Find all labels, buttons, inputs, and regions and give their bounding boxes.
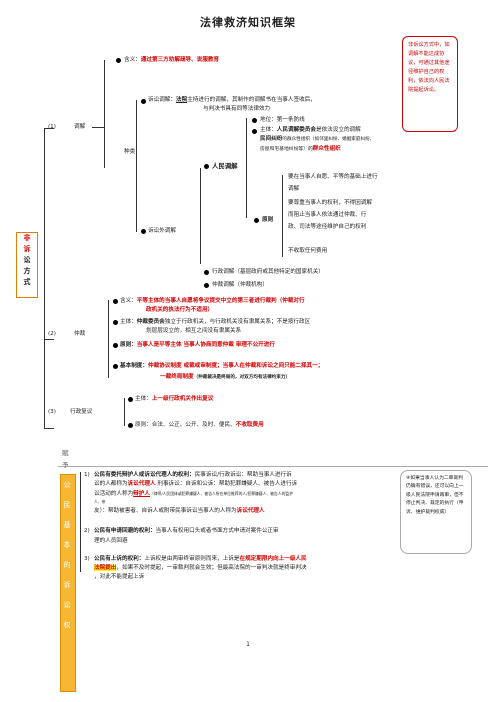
appeal-note-text: ④如果当事人认为二审裁判仍确有错误，还可以向上一级人民法院申请再审，但不停止判决…	[406, 476, 464, 515]
r3-line1: 公民有上诉的权利：上诉权是由两审终审原则而来，上诉是在规定期限内向上一级人民	[94, 556, 307, 562]
bullet-dot	[204, 164, 209, 169]
yuanze-4: 而阻止当事人依法通过仲裁、行	[288, 212, 367, 218]
xingzheng-tiaojie: 行政调解（基层政府或其他特定的国家机关）	[212, 269, 324, 275]
renmin-yuanze: 原则	[262, 217, 274, 223]
bullet-dot	[141, 99, 146, 104]
renmin-zhuti-3: 房屋和宅基地纠纷等）的群众性组织	[260, 146, 341, 152]
vtext: 权	[63, 621, 71, 629]
fs-char: 方	[23, 267, 31, 275]
r1-num: 1)	[84, 472, 90, 478]
r2-num: 2)	[84, 528, 90, 534]
s1-zhonglei: 种类	[124, 149, 136, 155]
bullet-dot	[116, 58, 121, 63]
fs-char: 诉	[23, 245, 31, 253]
s2-num: (2)	[48, 331, 56, 337]
r1-line5: 友）：帮助被害者、自诉人或附带民事诉讼当事人的人称为诉讼代理人	[94, 508, 265, 514]
bullet-dot	[128, 423, 133, 428]
non-litigation-label-box: 非 诉 讼 方 式	[16, 232, 38, 298]
page-number: 1	[246, 641, 250, 648]
yuanze-bracket	[282, 175, 283, 257]
s1-connector	[92, 127, 104, 128]
susong-tiaojie-2: 与判决书具有同等法律效力	[203, 106, 271, 112]
r2-line2: 理的人员回避	[94, 538, 128, 544]
vtext: 民	[63, 501, 71, 509]
r1-line1: 公民有委托辩护人或诉讼代理人的权利：民事诉讼/行政诉讼：帮助当事人进行诉	[94, 472, 292, 478]
bullet-dot	[128, 397, 133, 402]
yuanze-2: 调解	[288, 186, 300, 192]
s2-hanyi: 含义：平等主体的当事人自愿将争议提交中立的第三者进行裁判（仲裁对行	[120, 298, 305, 304]
yuanze-6: 不收取任何费用	[288, 248, 328, 254]
bullet-dot	[254, 218, 259, 223]
bullet-dot	[113, 299, 118, 304]
yuanze-5: 政、司法等途径维护自己的权利	[288, 224, 367, 230]
main-bracket-line	[44, 128, 45, 428]
renmin-diwei: 地位：第一条防线	[260, 117, 305, 123]
r1-line3: 讼活动的人称为辩护人（律师/人民团体或犯罪嫌疑人、被告人所在单位推荐的人/犯罪嫌…	[94, 491, 294, 497]
vtext: 讼	[63, 601, 71, 609]
r3-line2: 法院提出，如果不及时提起，一审裁判就会生效；但最高法院的一审判决就是终审判决	[94, 565, 307, 571]
r1-line4: 人、亲	[94, 499, 106, 504]
appeal-note-box: ④如果当事人认为二审裁判仍确有错误，还可以向上一级人民法院申请再审，但不停止判决…	[400, 470, 472, 554]
s3-num: (3)	[48, 409, 56, 415]
s2-zhidu-2: 一裁终局制度（仲裁裁决是终局的，对双方均有法律约束力）	[160, 374, 291, 380]
susongwai-tiaojie: 诉讼外调解	[148, 228, 176, 234]
s3-bracket	[124, 398, 125, 426]
yuanze-3: 要尊重当事人的权利，不得因调解	[288, 200, 372, 206]
vtext: 基	[63, 521, 71, 529]
s2-zhuti: 主体：仲裁委员会独立于行政机关，与行政机关没有隶属关系；不是按行政区	[120, 319, 311, 325]
yuanze-1: 要在当事人自愿、平等的基础上进行	[288, 174, 378, 180]
renmin-tiaojie: 人民调解	[212, 162, 238, 170]
s1-label: 调解	[74, 124, 86, 130]
bullet-dot	[252, 118, 257, 123]
bullet-dot	[204, 270, 209, 275]
vtext: 公	[63, 481, 71, 489]
bracket-tick	[44, 128, 54, 129]
fs-char: 非	[23, 234, 31, 242]
s1-num: (1)	[48, 124, 56, 130]
s3-label: 行政复议	[70, 409, 93, 415]
bullet-dot	[113, 364, 118, 369]
s2-bracket	[108, 300, 109, 378]
fs-char: 讼	[23, 256, 31, 264]
renmin-zhuti-2: 民间纠纷的群众性组织（如邻里纠纷、婚姻家庭纠纷、	[260, 136, 375, 142]
bullet-dot	[204, 283, 209, 288]
s1-hanyi: 含义：通过第三方劝解疏导、说服教育	[124, 57, 220, 63]
vtext: 本	[63, 541, 71, 549]
bracket-tick	[44, 428, 54, 429]
vtext: 的	[63, 561, 71, 569]
tiaojie-note-text: 非诉讼方式中，如调解不能达成协议，可通过其他途径维护自己的权利，依法向人民法院提…	[408, 42, 450, 93]
r3-line3: ，对此不能提起上诉	[94, 574, 145, 580]
tiaojie-note-box: 非诉讼方式中，如调解不能达成协议，可通过其他途径维护自己的权利，依法向人民法院提…	[402, 36, 458, 132]
s2-label: 仲裁	[74, 331, 86, 337]
s2-yuanze: 原则：当事人是平等主体 当事人协商同意仲裁 审理不公开进行	[120, 342, 275, 348]
susongwai-bracket	[200, 168, 201, 264]
vtext-yu: 予	[62, 461, 69, 469]
zhongcai-tiaojie: 仲裁调解（仲裁机构）	[212, 282, 268, 288]
s3-yuanze: 原则：合法、公正、公开、及时、便民、不收取费用	[135, 422, 264, 428]
vtext: 诉	[63, 581, 71, 589]
page-title: 法律救济知识框架	[200, 16, 296, 29]
r1-line2: 讼的人都称为诉讼代理人 刑事诉讼：自诉和公诉：帮助犯罪嫌疑人、被告人进行诉	[94, 481, 298, 487]
vtext-fu: 赋	[62, 449, 69, 457]
bullet-dot	[113, 343, 118, 348]
s3-zhuti: 主体：上一级行政机关作出复议	[135, 396, 214, 402]
rights-bracket	[80, 472, 81, 572]
bullet-dot	[252, 129, 257, 134]
r3-num: 3)	[84, 556, 90, 562]
bullet-dot	[113, 320, 118, 325]
s1-bracket	[104, 60, 105, 168]
susong-tiaojie: 诉讼调解：法院主持进行的调解，其制作的调解书在当事人签收后，	[148, 97, 316, 103]
fs-char: 式	[23, 278, 31, 286]
renmin-zhuti: 主体：人民调解委员会是依法设立的调解	[260, 127, 361, 133]
s2-hanyi-2: 政机关的执法行为不适用）	[146, 307, 214, 313]
renmin-bracket	[246, 118, 247, 218]
section-divider	[58, 466, 488, 467]
bracket-tick	[44, 339, 54, 340]
rights-vertical-banner	[60, 474, 76, 692]
zhonglei-bracket	[136, 100, 137, 232]
bullet-dot	[141, 229, 146, 234]
s2-zhidu: 基本制度：仲裁协议制度 或裁或审制度；当事人在仲裁和诉讼之间只能二择其一；	[120, 363, 324, 369]
s2-zhuti-2: 划层层设立的，相互之间没有隶属关系	[146, 328, 242, 334]
r2-line1: 公民有申请回避的权利：当事人有权用口头或者书面方式申请对案件公正审	[94, 528, 279, 534]
